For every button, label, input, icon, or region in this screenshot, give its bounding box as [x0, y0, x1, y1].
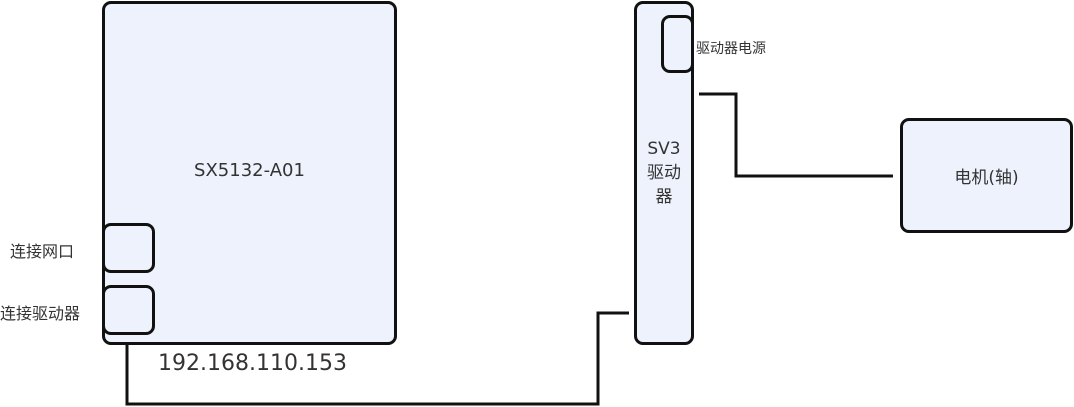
ethernet-port[interactable]: [102, 223, 155, 273]
driver-port-label: 连接驱动器: [0, 304, 81, 323]
motor-box[interactable]: 电机(轴): [900, 118, 1073, 233]
driver-title-line3: 器: [655, 187, 673, 207]
motor-title: 电机(轴): [954, 168, 1019, 188]
driver-power-label: 驱动器电源: [696, 41, 766, 57]
controller-ip: 192.168.110.153: [158, 351, 347, 376]
driver-port[interactable]: [102, 285, 155, 335]
driver-power-port[interactable]: [661, 15, 694, 73]
driver-title-line1: SV3: [647, 139, 681, 159]
controller-title: SX5132-A01: [194, 159, 305, 181]
ethernet-port-label: 连接网口: [10, 242, 75, 261]
wire-driver-to-motor: [699, 92, 893, 178]
controller-box[interactable]: SX5132-A01: [102, 1, 397, 345]
wire-controller-to-driver: [125, 311, 629, 406]
driver-title-line2: 驱动: [647, 163, 681, 183]
